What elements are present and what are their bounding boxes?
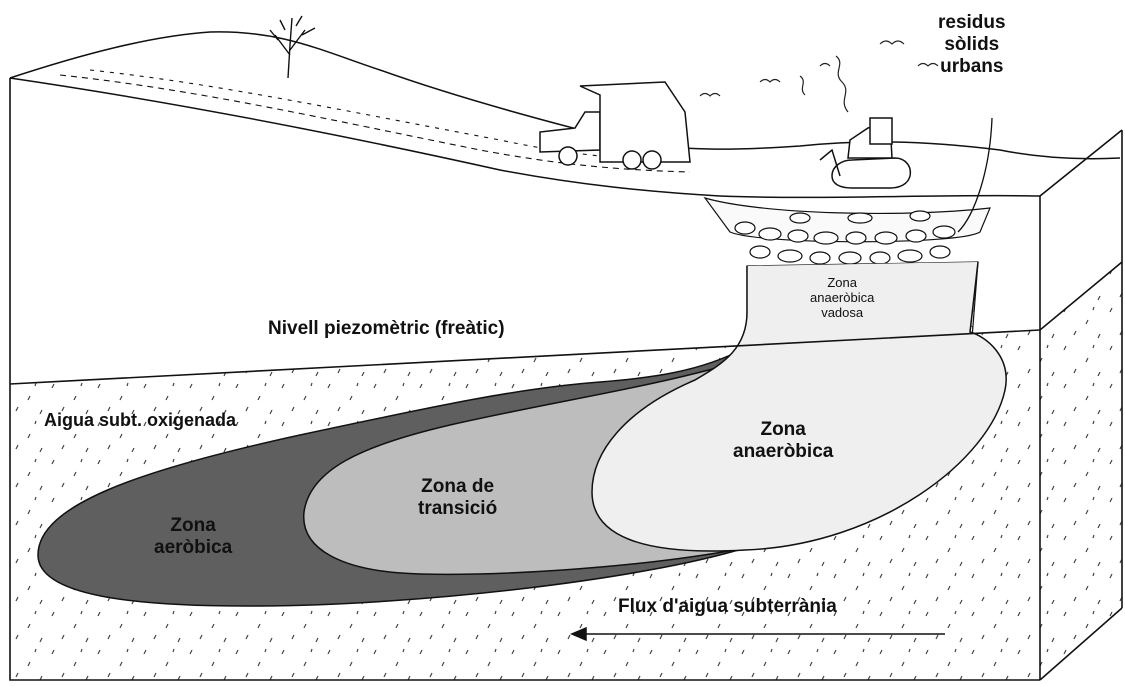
- transition-zone-label: Zona de transició: [418, 476, 497, 520]
- waste-pile: [705, 198, 990, 264]
- water-table-label: Nivell piezomètric (freàtic): [268, 318, 505, 340]
- oxygenated-water-label: Aigua subt. oxigenada: [44, 410, 236, 431]
- flow-label: Flux d'aigua subterrània: [618, 596, 837, 618]
- vadose-zone-label: Zona anaeròbica vadosa: [810, 276, 874, 321]
- aquifer-right-face: [1040, 262, 1122, 680]
- smoke-and-birds: [700, 41, 938, 112]
- anaerobic-zone-label: Zona anaeròbica: [733, 419, 833, 463]
- bulldozer-drawing: [820, 118, 910, 188]
- tree-drawing: [270, 16, 315, 78]
- residus-label: residus sòlids urbans: [938, 12, 1006, 78]
- aerobic-zone-label: Zona aeròbica: [154, 515, 232, 559]
